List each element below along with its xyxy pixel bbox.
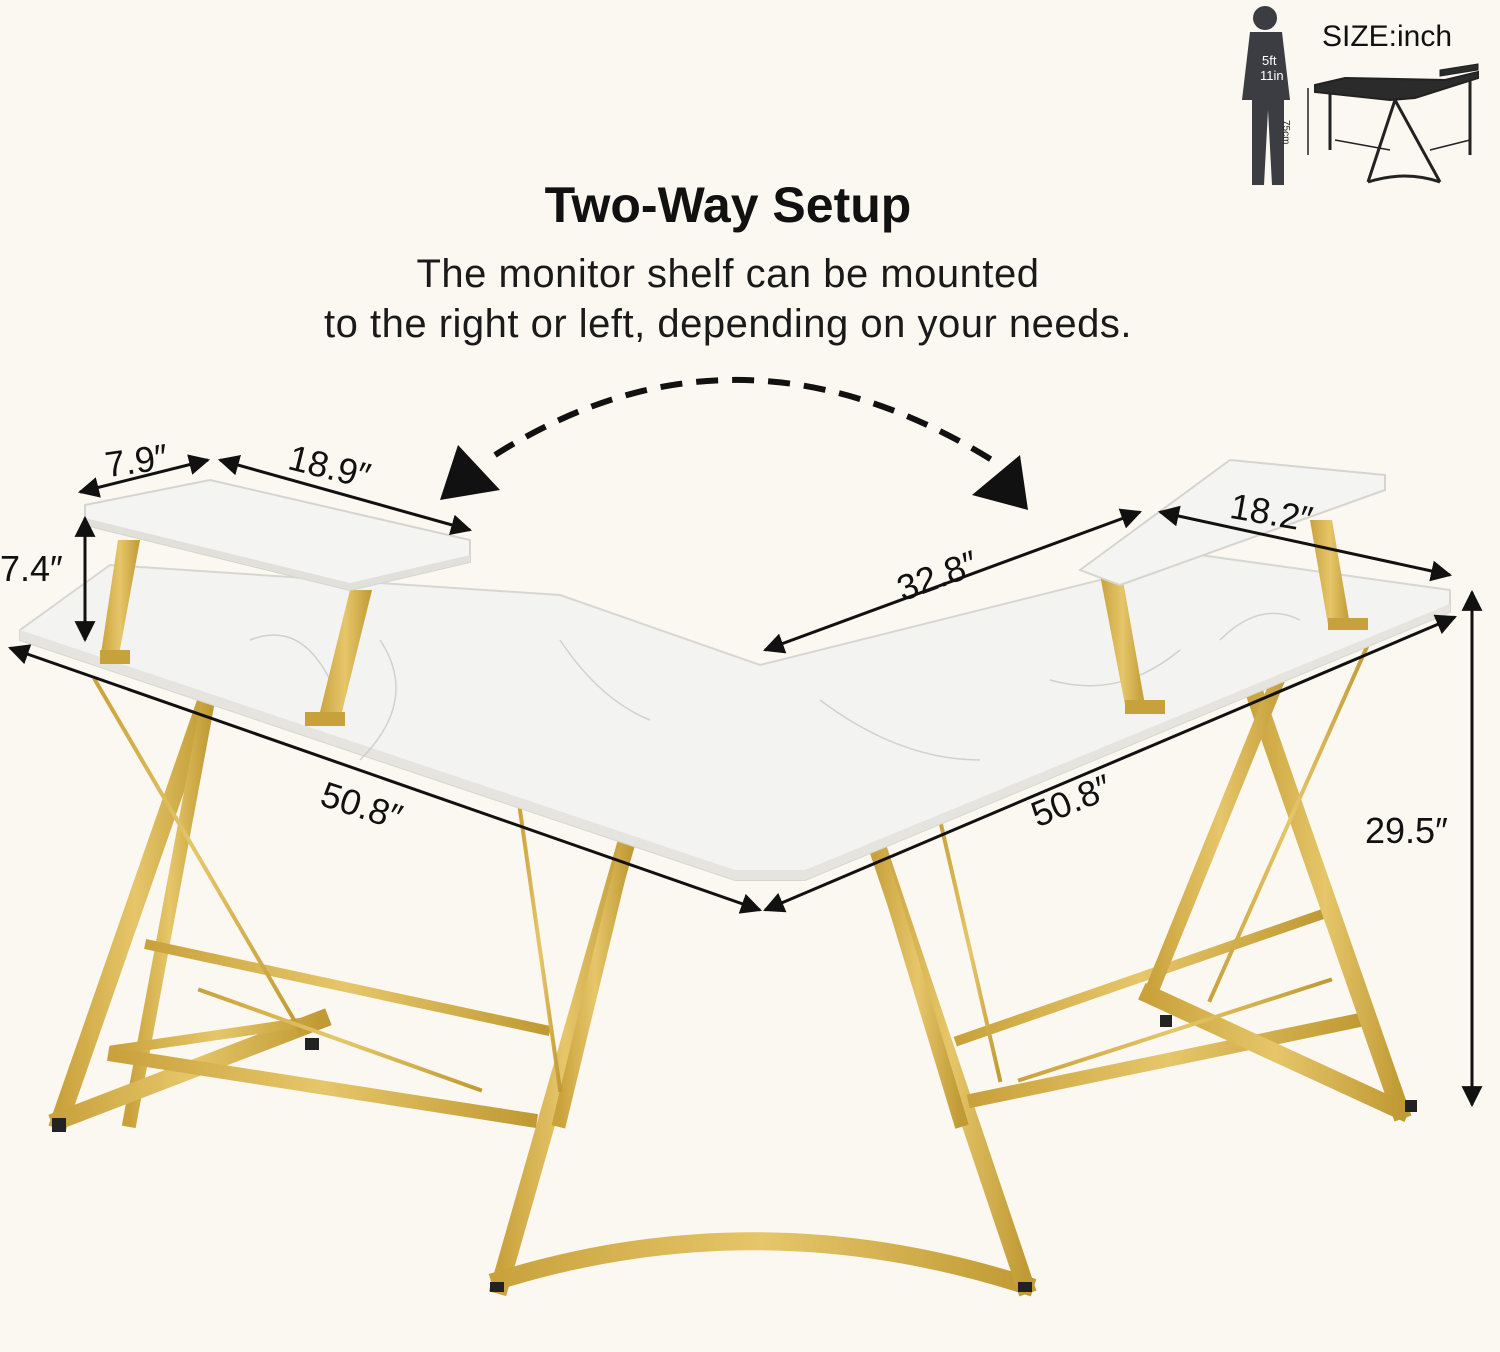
subtitle-line-1: The monitor shelf can be mounted xyxy=(416,252,1040,296)
desk-height-cm-label: 75cm xyxy=(1280,120,1291,144)
desk-thumbnail-icon xyxy=(1307,63,1479,184)
dim-line-shelf-width-right xyxy=(1157,505,1453,582)
dim-label-shelf-depth-left: 7.9″ xyxy=(102,435,171,486)
person-silhouette-icon xyxy=(1242,6,1290,185)
dim-line-right-length xyxy=(763,614,1457,913)
page-title: Two-Way Setup xyxy=(544,177,912,233)
dim-line-left-length xyxy=(8,644,762,914)
dim-line-inner-depth xyxy=(763,508,1142,654)
person-height-in-label: 11in xyxy=(1260,68,1284,83)
dim-label-desk-height: 29.5″ xyxy=(1365,810,1448,851)
desktop-surface xyxy=(19,553,1451,881)
size-unit-label: SIZE:inch xyxy=(1322,20,1453,53)
double-arrow-icon xyxy=(440,377,1028,510)
dim-line-shelf-width-left xyxy=(217,454,473,536)
subtitle-line-2: to the right or left, depending on your … xyxy=(324,302,1132,346)
person-height-ft-label: 5ft xyxy=(1262,53,1277,68)
dim-label-shelf-height: 7.4″ xyxy=(0,548,63,589)
dim-line-shelf-depth-left xyxy=(77,454,211,498)
